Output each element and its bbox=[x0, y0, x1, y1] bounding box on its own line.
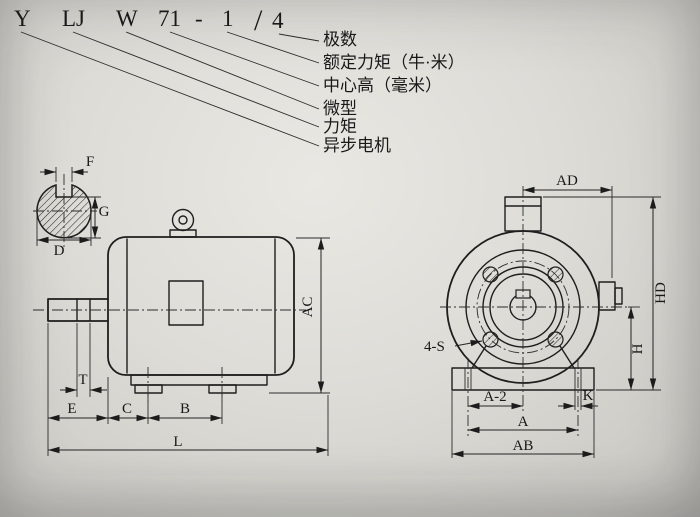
mounting-hole bbox=[547, 266, 564, 283]
designation-label-center-height: 中心高（毫米） bbox=[323, 76, 442, 95]
dim-label-HD: HD bbox=[653, 282, 669, 304]
model-code-dash: - bbox=[195, 6, 203, 31]
shaft-section-detail: F G D bbox=[33, 154, 110, 259]
dim-label-G: G bbox=[99, 204, 110, 220]
dim-label-F: F bbox=[86, 154, 94, 170]
model-code-slash: / bbox=[254, 4, 263, 37]
designation-label-micro: 微型 bbox=[323, 99, 357, 118]
dim-label-E: E bbox=[67, 401, 76, 417]
leader-torque bbox=[72, 31, 320, 128]
lifting-eye-base bbox=[169, 229, 197, 238]
base-plate bbox=[130, 374, 268, 386]
motor-front-view: 4-S AD HD H A-2 K A AB bbox=[424, 173, 669, 458]
mounting-hole bbox=[482, 331, 499, 348]
dim-label-T: T bbox=[78, 372, 87, 388]
leader-center-height bbox=[169, 31, 320, 87]
model-code-torque: LJ bbox=[62, 6, 85, 31]
front-foot-pad bbox=[134, 384, 163, 394]
motor-body-outline bbox=[107, 236, 295, 376]
model-code-frame-size: 71 bbox=[158, 6, 181, 31]
dim-label-A2: A-2 bbox=[483, 389, 506, 405]
dim-label-AD: AD bbox=[556, 173, 578, 189]
nameplate bbox=[168, 280, 204, 326]
lifting-eye-hole bbox=[178, 215, 188, 225]
leader-poles bbox=[278, 33, 320, 42]
dim-label-A: A bbox=[518, 414, 529, 430]
model-code-micro: W bbox=[116, 6, 138, 31]
dim-label-B: B bbox=[180, 401, 190, 417]
dim-label-AB: AB bbox=[513, 438, 534, 454]
model-code-torque-value: 1 bbox=[222, 6, 234, 31]
dim-label-C: C bbox=[122, 401, 132, 417]
side-conduit-box bbox=[598, 281, 616, 311]
lifting-eye bbox=[171, 208, 195, 232]
designation-label-async-motor: 异步电机 bbox=[323, 136, 391, 155]
dim-label-K: K bbox=[583, 388, 594, 404]
designation-label-poles: 极数 bbox=[323, 30, 357, 49]
designation-label-rated-torque: 额定力矩（牛·米） bbox=[323, 53, 465, 72]
leader-async-motor bbox=[20, 31, 320, 147]
dim-label-H: H bbox=[630, 343, 646, 354]
leader-micro bbox=[125, 31, 320, 110]
dim-label-AC: AC bbox=[300, 297, 316, 318]
motor-side-view: AC T E C B L bbox=[33, 208, 330, 456]
model-code-series: Y bbox=[14, 6, 31, 31]
mounting-hole bbox=[482, 266, 499, 283]
mounting-hole-leader bbox=[454, 339, 483, 347]
model-designation-diagram: Y LJ W 71 - 1 / 4 极数 额定力矩（牛·米） 中心高（毫米） 微… bbox=[14, 4, 465, 155]
dim-label-4S: 4-S bbox=[424, 339, 445, 355]
rear-foot-pad bbox=[208, 384, 237, 394]
shaft-section-with-keyway bbox=[36, 183, 92, 239]
mounting-hole bbox=[547, 331, 564, 348]
designation-label-torque: 力矩 bbox=[323, 117, 357, 136]
leader-rated-torque bbox=[226, 31, 320, 64]
dim-label-L: L bbox=[173, 434, 182, 450]
side-conduit-knob bbox=[614, 287, 623, 305]
model-code-poles: 4 bbox=[272, 8, 284, 33]
dim-label-D: D bbox=[54, 243, 65, 259]
